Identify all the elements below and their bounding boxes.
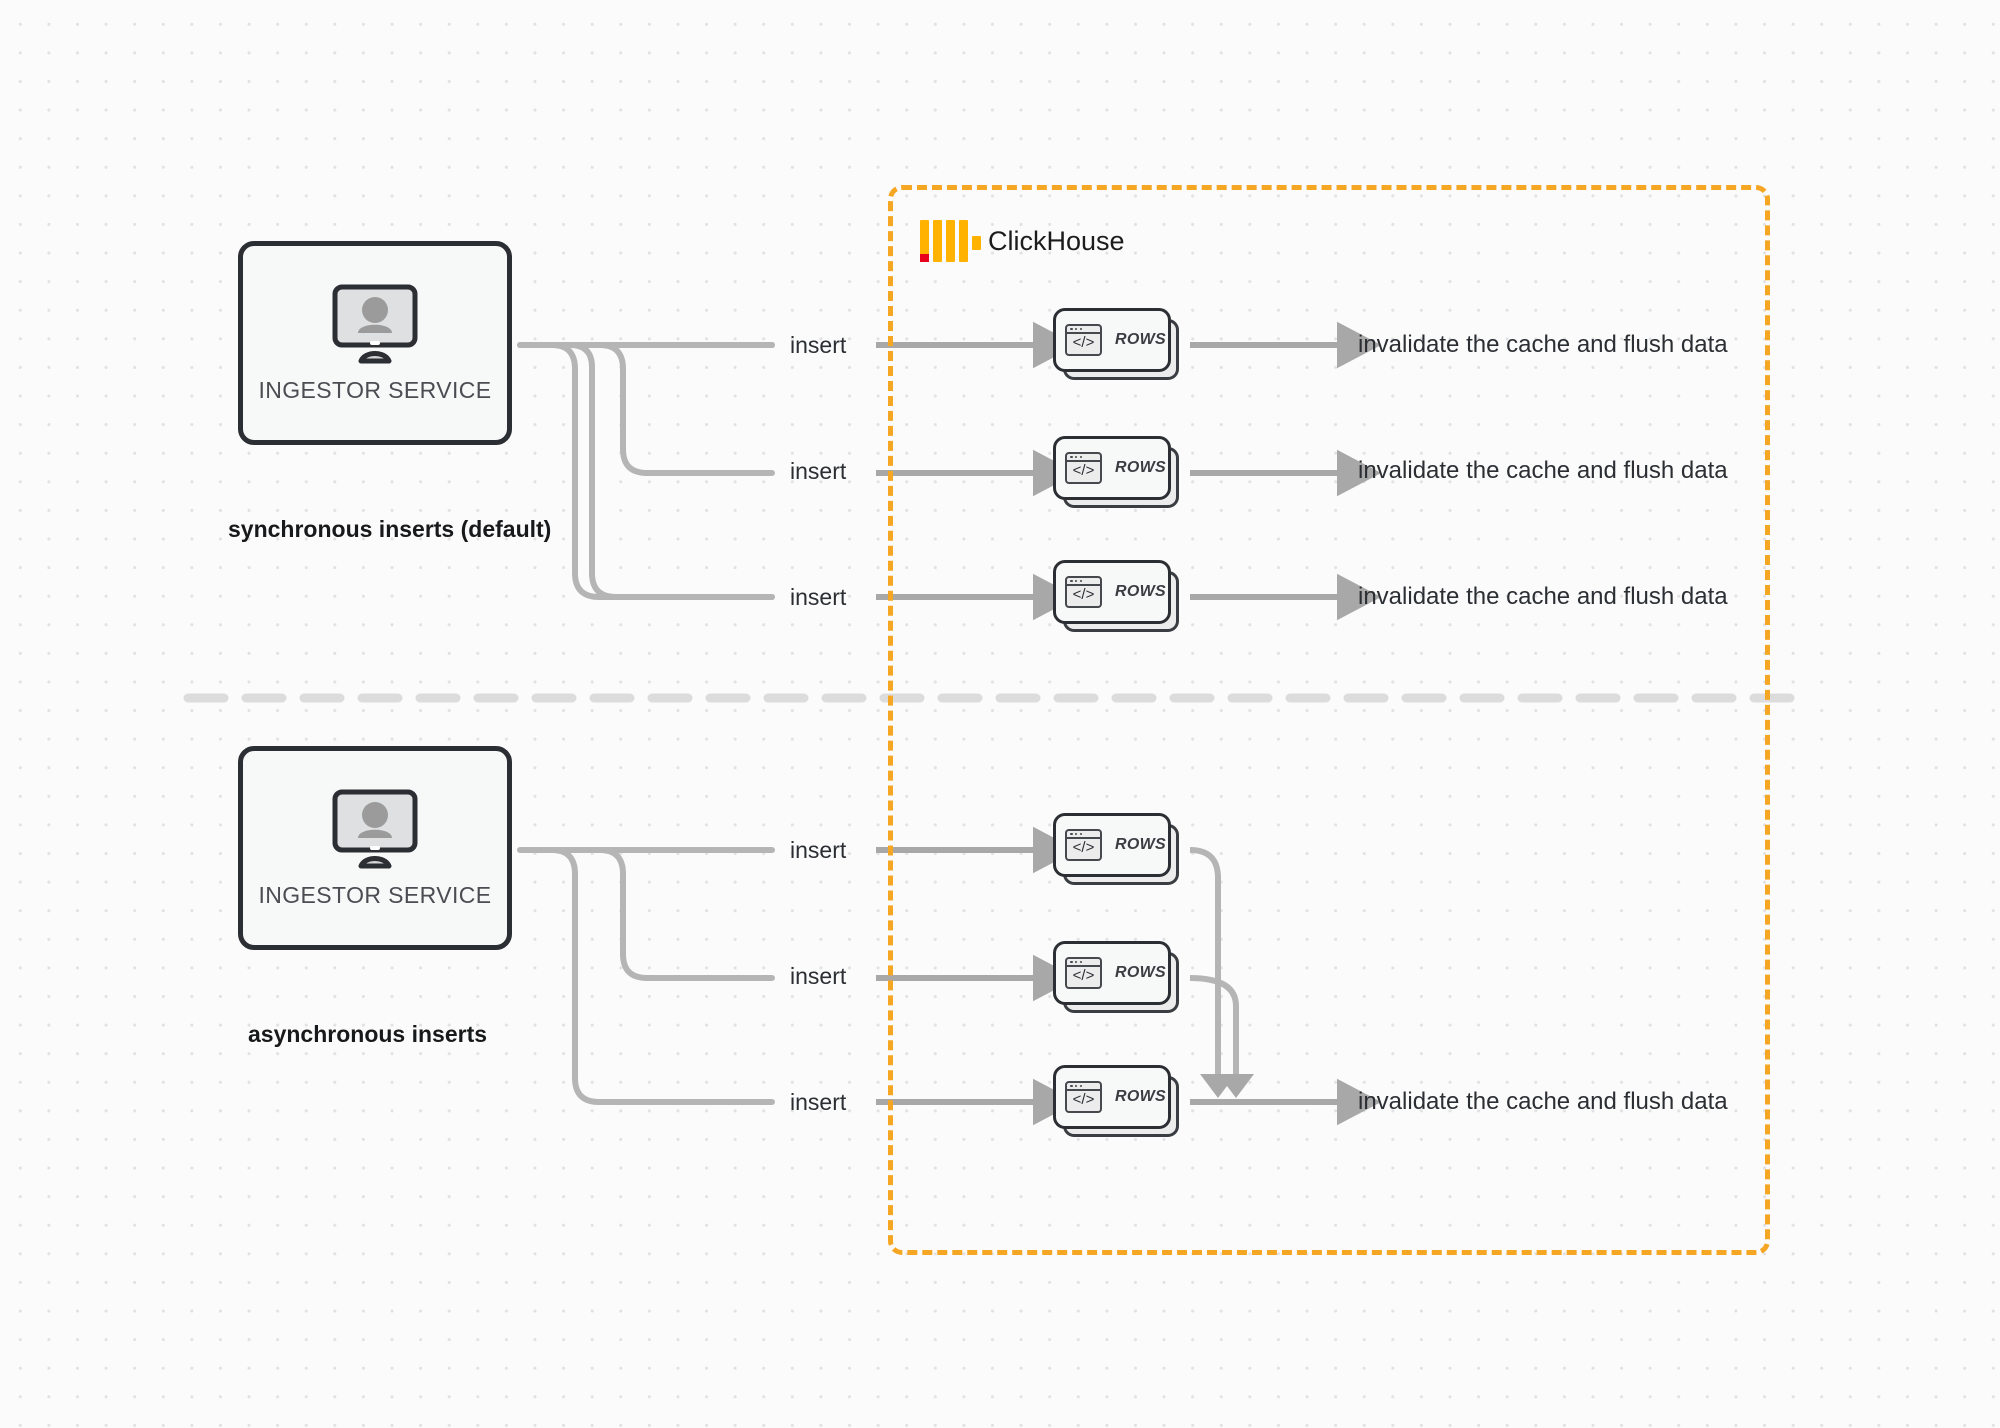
result-label-sync-3: invalidate the cache and flush data (1358, 583, 1728, 610)
code-window-icon: </> (1065, 829, 1102, 861)
code-window-icon: </> (1065, 324, 1102, 356)
sync-trunk-branch-2 (567, 342, 775, 600)
rows-card-front: </> ROWS (1053, 436, 1171, 500)
rows-card-label: ROWS (1115, 331, 1166, 348)
edge-label-async-insert-3: insert (790, 1089, 847, 1115)
ingestor-service-sync[interactable]: INGESTOR SERVICE (238, 241, 512, 445)
clickhouse-region (888, 185, 1770, 1255)
async-branches (517, 847, 775, 1105)
code-window-icon: </> (1065, 1081, 1102, 1113)
code-window-icon: </> (1065, 957, 1102, 989)
rows-card-async-2[interactable]: </> ROWS (1053, 941, 1179, 1013)
rows-card-front: </> ROWS (1053, 813, 1171, 877)
ingestor-service-async-label: INGESTOR SERVICE (258, 881, 492, 908)
edge-label-async-insert-2: insert (790, 963, 847, 989)
section-label-asynchronous: asynchronous inserts (248, 1021, 488, 1047)
section-label-synchronous: synchronous inserts (default) (228, 516, 552, 542)
rows-card-front: </> ROWS (1053, 560, 1171, 624)
result-label-async-1: invalidate the cache and flush data (1358, 1088, 1728, 1115)
edge-label-async-insert-1: insert (790, 837, 847, 863)
monitor-user-icon (329, 283, 421, 367)
rows-card-label: ROWS (1115, 583, 1166, 600)
rows-card-async-3[interactable]: </> ROWS (1053, 1065, 1179, 1137)
ingestor-service-async[interactable]: INGESTOR SERVICE (238, 746, 512, 950)
rows-card-async-1[interactable]: </> ROWS (1053, 813, 1179, 885)
rows-card-front: </> ROWS (1053, 941, 1171, 1005)
rows-card-label: ROWS (1115, 964, 1166, 981)
rows-card-label: ROWS (1115, 459, 1166, 476)
edge-label-sync-insert-1: insert (790, 332, 847, 358)
clickhouse-header: ClickHouse (920, 220, 1125, 262)
clickhouse-label: ClickHouse (988, 225, 1125, 256)
result-label-sync-2: invalidate the cache and flush data (1358, 457, 1728, 484)
rows-card-front: </> ROWS (1053, 308, 1171, 372)
monitor-user-icon (329, 788, 421, 872)
rows-card-front: </> ROWS (1053, 1065, 1171, 1129)
result-label-sync-1: invalidate the cache and flush data (1358, 331, 1728, 358)
ingestor-service-sync-label: INGESTOR SERVICE (258, 376, 492, 403)
edge-label-sync-insert-3: insert (790, 584, 847, 610)
edge-label-sync-insert-2: insert (790, 458, 847, 484)
clickhouse-logo-icon (920, 220, 981, 262)
code-window-icon: </> (1065, 452, 1102, 484)
rows-card-sync-1[interactable]: </> ROWS (1053, 308, 1179, 380)
rows-card-sync-2[interactable]: </> ROWS (1053, 436, 1179, 508)
sync-branches (517, 342, 775, 600)
rows-card-label: ROWS (1115, 836, 1166, 853)
rows-card-sync-3[interactable]: </> ROWS (1053, 560, 1179, 632)
rows-card-label: ROWS (1115, 1088, 1166, 1105)
code-window-icon: </> (1065, 576, 1102, 608)
